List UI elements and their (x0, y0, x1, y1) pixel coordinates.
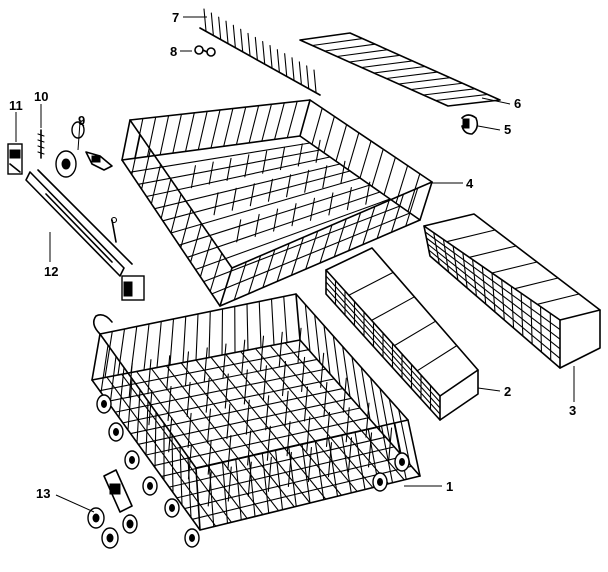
leader-2 (477, 387, 501, 392)
callout-9: 9 (78, 113, 85, 128)
callout-13: 13 (36, 486, 50, 501)
callout-11: 11 (9, 98, 23, 113)
callout-5: 5 (504, 122, 511, 137)
tine-row (199, 8, 321, 96)
roller-assembly (55, 121, 113, 178)
callout-1: 1 (446, 479, 453, 494)
leader-5 (477, 125, 501, 131)
wheel-assembly (87, 469, 138, 549)
leader-lines (15, 16, 575, 513)
callout-3: 3 (569, 403, 576, 418)
small-silverware-basket (325, 247, 479, 421)
cup-shelf (299, 32, 501, 107)
pivot-clip (194, 45, 216, 57)
upper-rack (121, 99, 433, 307)
clip (461, 114, 479, 135)
leader-13 (55, 494, 95, 513)
callout-2: 2 (504, 384, 511, 399)
callout-12: 12 (44, 264, 58, 279)
callout-6: 6 (514, 96, 521, 111)
callout-4: 4 (466, 176, 474, 191)
callouts: 7 8 6 5 11 10 9 4 12 2 3 1 13 (9, 10, 576, 501)
lower-rack (91, 293, 421, 548)
leader-9 (77, 120, 85, 151)
end-cap (7, 143, 23, 175)
screw (37, 129, 45, 159)
large-silverware-basket (423, 213, 601, 369)
callout-8: 8 (170, 44, 177, 59)
callout-10: 10 (34, 89, 48, 104)
callout-7: 7 (172, 10, 179, 25)
leader-6 (481, 97, 511, 105)
track (25, 169, 145, 301)
